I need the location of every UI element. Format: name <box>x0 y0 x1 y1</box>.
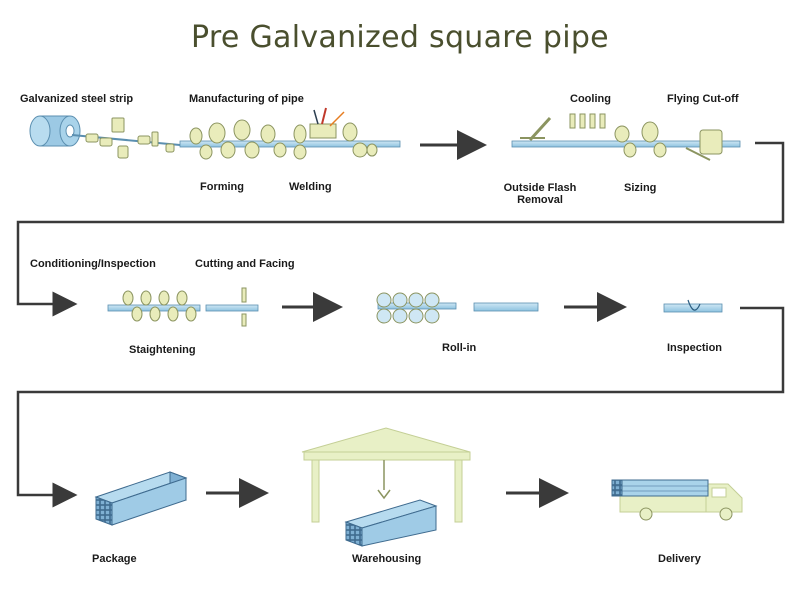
label-flying-cutoff: Flying Cut-off <box>667 93 739 105</box>
flash-removal-tool <box>520 116 552 142</box>
pipe-line <box>179 140 401 148</box>
cutter-icon <box>241 287 247 327</box>
label-outside-flash-line1: Outside Flash <box>503 182 577 194</box>
label-delivery: Delivery <box>658 553 701 565</box>
label-conditioning-inspection: Conditioning/Inspection <box>30 258 156 270</box>
flow-connector <box>16 141 785 317</box>
label-package: Package <box>92 553 137 565</box>
pipe-bundle-icon <box>94 471 188 526</box>
label-sizing: Sizing <box>624 182 657 194</box>
label-forming: Forming <box>200 181 244 193</box>
roller-icon <box>189 119 287 160</box>
roller-icon <box>122 290 197 322</box>
square-pipe-icon <box>663 299 723 313</box>
cutter-icon <box>685 129 723 161</box>
cooling-nozzle-icon <box>569 113 606 129</box>
label-warehousing: Warehousing <box>352 553 422 565</box>
label-galvanized-steel-strip: Galvanized steel strip <box>20 93 134 105</box>
pipe-line <box>205 304 259 312</box>
label-straightening: Staightening <box>129 344 196 356</box>
row3-logistics <box>94 427 743 547</box>
label-outside-flash-line2: Removal <box>517 194 563 206</box>
flow-connector <box>16 306 785 508</box>
truck-icon <box>611 479 743 521</box>
label-inspection: Inspection <box>667 342 723 354</box>
feeder-rollers <box>85 117 175 159</box>
label-welding: Welding <box>289 181 332 193</box>
label-cooling: Cooling <box>570 93 611 105</box>
label-manufacturing-of-pipe: Manufacturing of pipe <box>189 93 304 105</box>
square-pipe-icon <box>473 302 539 312</box>
warehouse-icon <box>301 427 471 547</box>
row1-mill-line <box>16 107 785 317</box>
page-title: Pre Galvanized square pipe <box>191 20 609 55</box>
row2-finishing <box>16 287 785 508</box>
welding-torch-icon <box>293 107 378 160</box>
label-cutting-and-facing: Cutting and Facing <box>195 258 295 270</box>
roller-icon <box>376 292 440 324</box>
roller-icon <box>614 121 667 158</box>
label-outside-flash-removal: Outside Flash Removal <box>504 182 577 206</box>
label-roll-in: Roll-in <box>442 342 477 354</box>
steel-coil-icon <box>29 115 81 147</box>
